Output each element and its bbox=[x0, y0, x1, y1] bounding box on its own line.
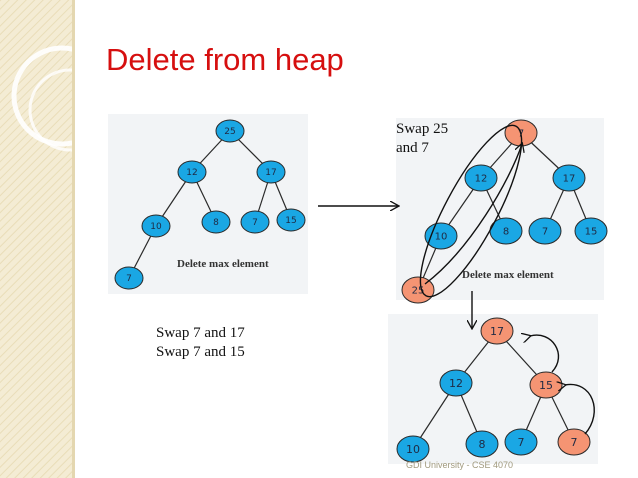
tree-node: 7 bbox=[557, 428, 591, 456]
tree-node-label: 12 bbox=[449, 377, 463, 390]
tree-node: 25 bbox=[215, 119, 245, 143]
tree-node-label: 15 bbox=[285, 216, 296, 226]
tree-node: 7 bbox=[504, 428, 538, 456]
sidebar-edge bbox=[72, 0, 75, 478]
tree-node-circle bbox=[276, 208, 306, 232]
panel-swapped-heap bbox=[396, 118, 604, 300]
tree-node-circle bbox=[396, 435, 430, 463]
swap-loop-outline bbox=[419, 124, 523, 298]
tree-node: 10 bbox=[396, 435, 430, 463]
tree-node: 7 bbox=[114, 266, 144, 290]
tree-node-circle bbox=[480, 317, 514, 345]
swap-arrow-17 bbox=[530, 335, 559, 373]
tree-node-label: 25 bbox=[224, 127, 235, 137]
tree-node-label: 8 bbox=[479, 438, 486, 451]
tree-node-circle bbox=[464, 164, 498, 192]
tree-node: 15 bbox=[574, 217, 608, 245]
tree-node: 15 bbox=[276, 208, 306, 232]
tree-node-label: 25 bbox=[412, 286, 425, 297]
heap-tree: 25 12 17 10 8 7 15 7 bbox=[114, 119, 306, 290]
tree-node-circle bbox=[528, 217, 562, 245]
panel-swapped-caption: Delete max element bbox=[462, 269, 554, 281]
tree-node-label: 17 bbox=[490, 325, 504, 338]
tree-node-circle bbox=[114, 266, 144, 290]
tree-node-label: 17 bbox=[563, 174, 576, 185]
tree-node-circle bbox=[439, 369, 473, 397]
tree-node-label: 8 bbox=[503, 227, 509, 238]
swap-arrow-25-to-7 bbox=[424, 144, 522, 285]
tree-node-circle bbox=[240, 210, 270, 234]
tree-node-label: 15 bbox=[585, 227, 598, 238]
tree-node-label: 7 bbox=[571, 436, 578, 449]
tree-node-circle bbox=[557, 428, 591, 456]
tree-node: 7 bbox=[240, 210, 270, 234]
tree-node: 10 bbox=[141, 214, 171, 238]
tree-node-label: 7 bbox=[518, 436, 525, 449]
tree-node-circle bbox=[256, 160, 286, 184]
tree-node: 17 bbox=[552, 164, 586, 192]
tree-node-circle bbox=[465, 430, 499, 458]
tree-node: 7 bbox=[528, 217, 562, 245]
tree-node-label: 10 bbox=[435, 232, 448, 243]
sidebar-pattern bbox=[0, 0, 72, 478]
tree-node-circle bbox=[141, 214, 171, 238]
tree-node-label: 15 bbox=[539, 379, 553, 392]
tree-node-label: 7 bbox=[542, 227, 548, 238]
tree-node-label: 7 bbox=[252, 218, 258, 228]
slide-title: Delete from heap bbox=[106, 42, 344, 77]
note-swap-chain: Swap 7 and 17 Swap 7 and 15 bbox=[156, 325, 245, 360]
tree-node-label: 12 bbox=[475, 174, 488, 185]
tree-node-circle bbox=[201, 210, 231, 234]
tree-node: 10 bbox=[424, 222, 458, 250]
tree-node: 8 bbox=[489, 217, 523, 245]
tree-node-circle bbox=[504, 428, 538, 456]
tree-node: 17 bbox=[256, 160, 286, 184]
tree-node: 8 bbox=[465, 430, 499, 458]
tree-node: 12 bbox=[177, 160, 207, 184]
tree-node: 15 bbox=[529, 371, 563, 399]
tree-node-circle bbox=[177, 160, 207, 184]
tree-node: 12 bbox=[464, 164, 498, 192]
slide-footer: GDI University - CSE 4070 bbox=[406, 460, 514, 470]
tree-node: 8 bbox=[201, 210, 231, 234]
tree-node-label: 8 bbox=[213, 218, 219, 228]
tree-node-circle bbox=[215, 119, 245, 143]
tree-node-circle bbox=[574, 217, 608, 245]
tree-node: 17 bbox=[480, 317, 514, 345]
tree-node-label: 10 bbox=[150, 222, 162, 232]
panel-initial-caption: Delete max element bbox=[177, 258, 269, 270]
tree-node-label: 12 bbox=[186, 168, 197, 178]
heap-tree: 17 12 15 10 8 7 7 bbox=[396, 317, 591, 463]
tree-node-label: 17 bbox=[265, 168, 276, 178]
swap-arrow-15 bbox=[565, 384, 595, 435]
tree-node: 12 bbox=[439, 369, 473, 397]
tree-node-label: 7 bbox=[126, 274, 132, 284]
note-swap-25-and-7: Swap 25 and 7 bbox=[396, 121, 449, 156]
decorative-sidebar bbox=[0, 0, 72, 478]
tree-node-label: 10 bbox=[406, 443, 420, 456]
tree-node-circle bbox=[552, 164, 586, 192]
